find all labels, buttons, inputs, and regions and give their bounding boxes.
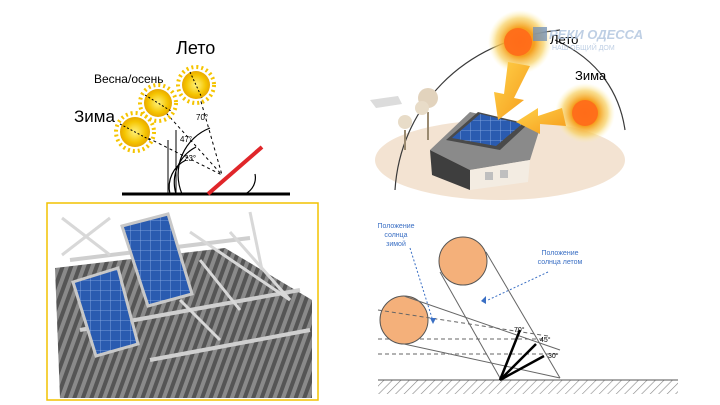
winter-position-label-2: солнца <box>384 232 407 239</box>
solar-panel-left <box>71 266 140 358</box>
tilt-30-line <box>499 354 545 382</box>
summer-position-label-2: солнца летом <box>538 259 583 266</box>
sun-summer-icon <box>176 65 216 105</box>
summer-sun-icon <box>488 10 552 74</box>
house-summer-label: Лето <box>550 32 578 47</box>
summer-sun-disk <box>438 236 488 286</box>
winter-sun-icon <box>555 83 615 143</box>
angle-23-label: 23° <box>184 154 196 163</box>
sun-position-geometry: Положение солнца зимой Положение солнца … <box>378 223 678 394</box>
seasonal-angle-panel: Лето Весна/осень Зима 70° 47° 23° <box>74 38 290 196</box>
angle-45-geo-label: 45° <box>540 336 551 344</box>
sun-spring-autumn-icon <box>138 83 178 123</box>
tree-icon <box>415 88 438 140</box>
summer-ray-arrow <box>494 62 530 120</box>
plane-icon <box>370 96 402 108</box>
spring-autumn-label: Весна/осень <box>94 72 164 86</box>
sun-winter-icon <box>114 111 156 153</box>
angle-47-label: 47° <box>180 135 192 144</box>
tilted-panel-line <box>206 145 264 196</box>
angle-70-label: 70° <box>196 113 208 122</box>
watermark-sub-text: НАШ ОБЩИЙ ДОМ <box>552 43 615 52</box>
watermark-logo: РЕКИ ОДЕССА НАШ ОБЩИЙ ДОМ <box>533 27 643 52</box>
watermark-main-text: РЕКИ ОДЕССА <box>549 27 643 42</box>
hatched-ground <box>378 380 678 394</box>
summer-position-label-1: Положение <box>542 250 579 257</box>
winter-pointer <box>409 247 433 319</box>
house-icon <box>430 112 540 190</box>
tilt-70-line <box>498 329 522 381</box>
winter-position-label-3: зимой <box>386 240 406 248</box>
angle-30-geo-label: 30° <box>548 352 559 360</box>
winter-sun-disk <box>379 295 429 345</box>
solar-panel-right <box>120 212 194 308</box>
house-winter-label: Зима <box>575 68 607 83</box>
summer-label: Лето <box>176 38 215 58</box>
winter-position-label-1: Положение <box>378 223 415 230</box>
summer-pointer <box>487 271 549 301</box>
roof-mount-illustration <box>46 202 319 401</box>
angle-70-geo-label: 70° <box>514 326 525 334</box>
roof-solar-panel <box>452 114 522 146</box>
tree-icon-small <box>398 115 412 150</box>
winter-label: Зима <box>74 107 115 126</box>
tilt-45-line <box>499 343 537 381</box>
winter-ray-arrow <box>516 108 566 134</box>
house-sun-illustration: Лето Зима РЕКИ ОДЕССА НАШ ОБЩИЙ ДОМ <box>370 10 643 200</box>
